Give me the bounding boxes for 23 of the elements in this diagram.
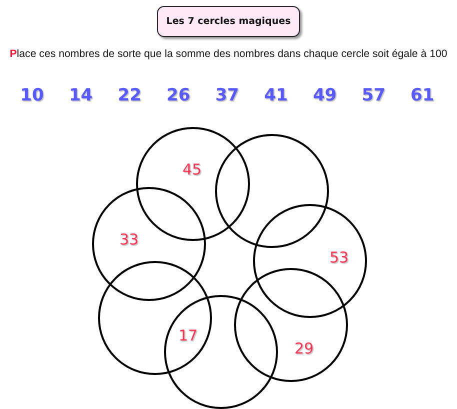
circle-outline [214, 134, 328, 248]
number-label: 41 [264, 88, 288, 104]
circle-outline [252, 204, 366, 318]
circle-outline [92, 186, 206, 300]
number-label: 49 [312, 88, 337, 104]
given-number: 53 [329, 250, 349, 266]
number-label: 57 [362, 88, 386, 104]
number-label: 61 [410, 88, 434, 104]
given-number: 29 [294, 342, 314, 356]
title-banner: Les 7 cercles magiques [157, 6, 300, 37]
number-label: 14 [68, 88, 93, 104]
circle-outline [98, 260, 212, 374]
number-label: 37 [215, 88, 240, 104]
number-label: 22 [118, 88, 142, 104]
circle-outline [136, 126, 250, 240]
number-label: 26 [166, 88, 190, 104]
given-number: 33 [119, 232, 139, 248]
given-number: 45 [182, 162, 202, 178]
circle-outline [164, 294, 278, 408]
given-number: 17 [178, 328, 198, 344]
number-label: 10 [20, 88, 44, 104]
instruction-text: Place ces nombres de sorte que la somme des nombres dans chaque cercle soit égale à 100 [8, 48, 448, 60]
circle-outline [234, 268, 348, 382]
